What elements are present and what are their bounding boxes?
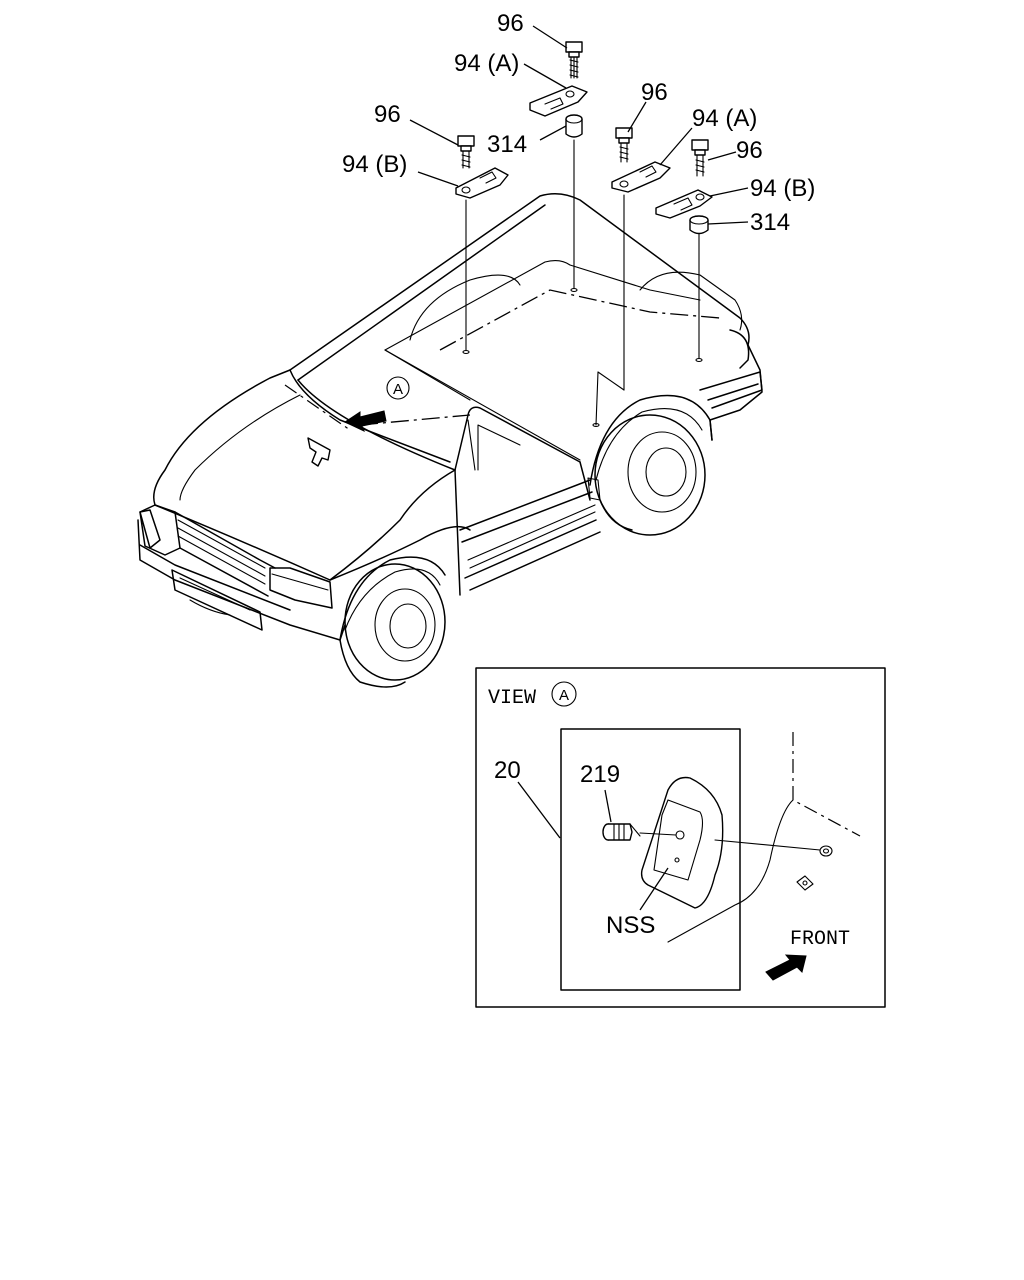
- bracket-94b-left: [455, 167, 509, 199]
- callout-bolt-96-right: 96: [736, 137, 763, 164]
- mounting-guide-lines: [462, 139, 703, 428]
- callout-bracket-94a-top: 94 (A): [454, 50, 519, 77]
- callout-bracket-94a-right: 94 (A): [692, 105, 757, 132]
- callout-bracket-94b-left: 94 (B): [342, 151, 407, 178]
- callout-spacer-314-right: 314: [750, 209, 790, 236]
- bracket-94a-top: [529, 85, 588, 117]
- leader-lines: [409, 25, 749, 225]
- callout-bolt-96-mid: 96: [641, 79, 668, 106]
- bolt-96-mid: [615, 127, 633, 163]
- screw-219: [602, 823, 641, 841]
- view-a-marker-letter: A: [393, 381, 403, 398]
- bracket-94a-right: [611, 161, 671, 193]
- mud-guard-nss: [640, 776, 724, 909]
- front-label: FRONT: [790, 928, 850, 951]
- callout-part-20: 20: [494, 757, 521, 784]
- spacer-314-top: [565, 114, 583, 138]
- callout-part-219: 219: [580, 761, 620, 788]
- spacer-314-right: [689, 215, 709, 235]
- callout-bolt-96-top: 96: [497, 10, 524, 37]
- callout-bolt-96-left: 96: [374, 101, 401, 128]
- bolt-96-right: [691, 139, 709, 177]
- view-a-detail-box: VIEW A 20 219: [475, 667, 886, 1008]
- view-a-title: VIEW: [488, 687, 536, 710]
- callout-bracket-94b-right: 94 (B): [750, 175, 815, 202]
- bolt-96-top: [565, 41, 583, 79]
- bracket-94b-right: [655, 189, 713, 219]
- bolt-96-left: [457, 135, 475, 169]
- view-a-title-circle: A: [559, 687, 569, 704]
- callout-part-nss: NSS: [606, 912, 655, 939]
- front-arrow-icon: [765, 954, 807, 981]
- callout-spacer-314-left: 314: [487, 131, 527, 158]
- vehicle-illustration: [137, 193, 763, 688]
- view-a-marker: A: [343, 376, 410, 432]
- view-direction-arrow: [343, 410, 387, 432]
